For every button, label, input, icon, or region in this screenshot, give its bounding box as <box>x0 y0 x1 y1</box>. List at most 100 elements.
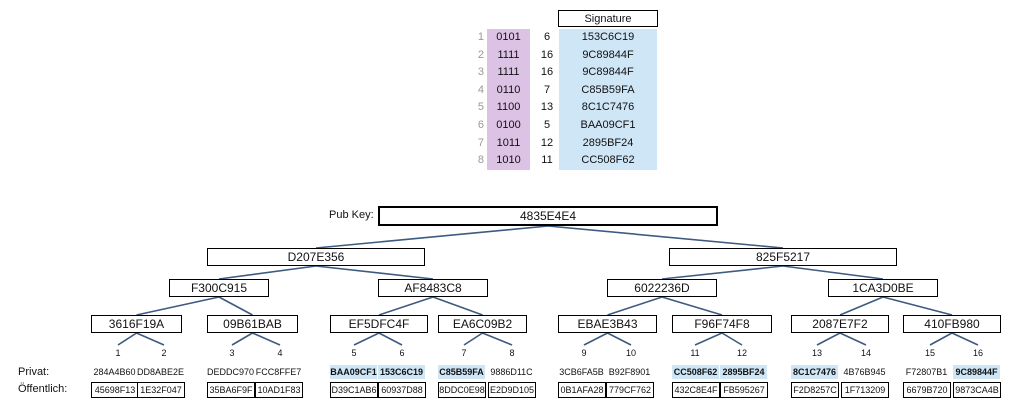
private-key-cell: 284A4B60 <box>93 367 136 377</box>
leaf-number: 16 <box>972 348 983 358</box>
signature-cell: C85B59FA <box>559 81 657 100</box>
tree-edge <box>218 296 253 316</box>
tree-edge <box>607 332 632 346</box>
signature-cell: 8C1C7476 <box>559 99 657 118</box>
count-cell: 11 <box>541 154 553 167</box>
count-cell: 7 <box>543 83 551 96</box>
bits-cell: 0110 <box>487 81 530 100</box>
tree-edge <box>218 265 317 280</box>
tree-edge <box>117 332 137 346</box>
tree-edge <box>315 265 434 280</box>
private-key-cell: 9C89844F <box>953 365 1000 379</box>
leaf-number: 8 <box>509 348 515 358</box>
count-cell: 5 <box>543 119 551 131</box>
count-cell: 16 <box>540 48 554 61</box>
public-key-cell: 9873CA4B <box>953 382 1001 398</box>
leaf-number: 9 <box>581 348 587 358</box>
public-key-cell: F2D8257C <box>791 382 839 398</box>
count-cell: 6 <box>543 31 551 43</box>
leaf-number: 7 <box>461 348 467 358</box>
public-key-cell: 35BA6F9F <box>207 382 255 398</box>
tree-edge <box>882 296 953 316</box>
tree-edge <box>378 332 403 346</box>
leaf-number: 15 <box>924 348 935 358</box>
signature-cell: 9C89844F <box>559 64 657 83</box>
tree-edge <box>839 296 884 316</box>
public-key-cell: FB595267 <box>720 382 768 398</box>
level2-node: 1CA3D0BE <box>828 279 938 297</box>
leaf-number: 14 <box>860 348 871 358</box>
tree-edge <box>721 332 743 346</box>
level3-node: EBAE3B43 <box>558 315 657 333</box>
level1-node: 825F5217 <box>669 248 897 266</box>
private-key-cell: B92F8901 <box>608 367 651 377</box>
tree-edge <box>315 225 549 249</box>
tree-edge <box>607 296 663 316</box>
private-key-cell: BAA09CF1 <box>330 365 377 379</box>
leaf-number: 5 <box>351 348 357 358</box>
public-key-cell: 10AD1F83 <box>255 382 303 398</box>
bits-cell: 1111 <box>487 46 530 65</box>
bits-cell: 1111 <box>487 64 530 83</box>
leaf-number: 1 <box>115 348 121 358</box>
public-key-cell: 432C8E4F <box>672 382 720 398</box>
private-key-cell: DEDDC970 <box>207 367 255 377</box>
row-number: 3 <box>477 66 484 79</box>
tree-edge <box>839 332 867 346</box>
level1-node: D207E356 <box>207 248 425 266</box>
bits-cell: 1100 <box>487 99 530 118</box>
tree-edge <box>482 332 513 346</box>
public-key-cell: 60937D88 <box>378 382 426 398</box>
tree-edge <box>353 332 380 346</box>
private-key-cell: 8C1C7476 <box>791 365 838 379</box>
public-key-cell: D39C1AB6 <box>330 382 378 398</box>
leaf-number: 12 <box>736 348 747 358</box>
public-key-cell: 0B1AFA28 <box>558 382 606 398</box>
level3-node: 3616F19A <box>91 315 182 333</box>
tree-edge <box>547 225 784 249</box>
public-key-cell: 45698F13 <box>91 382 139 398</box>
signature-cell: CC508F62 <box>559 152 657 171</box>
level3-node: 09B61BAB <box>207 315 298 333</box>
leaf-number: 6 <box>399 348 405 358</box>
tree-edge <box>782 265 884 280</box>
level2-node: F300C915 <box>169 279 269 297</box>
tree-edge <box>463 332 483 346</box>
tree-edge <box>661 296 723 316</box>
bits-cell: 1010 <box>487 152 530 171</box>
row-number: 6 <box>477 119 484 131</box>
private-key-cell: 9886D11C <box>490 367 533 377</box>
row-number: 2 <box>477 48 484 61</box>
pub-key-label: Pub Key: <box>329 209 374 221</box>
signature-header: Signature <box>558 10 658 27</box>
public-key-cell: 1E32F047 <box>137 382 185 398</box>
tree-edge <box>136 332 165 346</box>
tree-edge <box>929 332 953 346</box>
public-key-cell: 1F713209 <box>841 382 889 398</box>
count-cell: 13 <box>540 101 554 114</box>
signature-cell: 2895BF24 <box>559 134 657 153</box>
private-key-cell: FCC8FFE7 <box>255 367 302 377</box>
tree-edge <box>136 296 220 316</box>
level3-node: 2087E7F2 <box>791 315 889 333</box>
bits-cell: 0101 <box>487 29 530 48</box>
level3-node: EA6C09B2 <box>438 315 527 333</box>
row-number: 7 <box>477 136 484 149</box>
leaf-number: 10 <box>625 348 636 358</box>
leaf-number: 13 <box>811 348 822 358</box>
root-node: 4835E4E4 <box>378 206 718 226</box>
public-key-cell: 779CF762 <box>606 382 654 398</box>
public-key-cell: E2D9D105 <box>488 382 536 398</box>
count-cell: 12 <box>540 136 554 149</box>
private-key-cell: F72807B1 <box>905 367 948 377</box>
private-label: Privat: <box>18 366 50 378</box>
level2-node: AF8483C8 <box>378 279 488 297</box>
private-key-cell: CC508F62 <box>672 365 719 379</box>
bits-cell: 0100 <box>487 117 530 136</box>
leaf-number: 2 <box>161 348 167 358</box>
row-number: 4 <box>477 83 484 96</box>
public-label: Öffentlich: <box>18 383 68 395</box>
tree-edge <box>583 332 608 346</box>
tree-edge <box>661 265 784 280</box>
tree-edge <box>231 332 253 346</box>
